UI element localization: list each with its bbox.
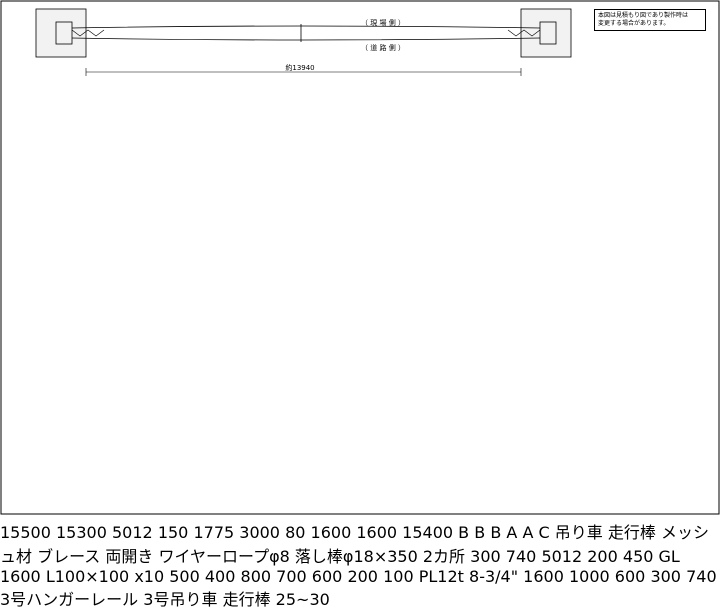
dim-1775: 1775 bbox=[193, 523, 235, 542]
detail-c-rail: 3号ハンガーレール bbox=[0, 590, 139, 609]
dim-15400: 15400 bbox=[402, 523, 454, 542]
label-running-bar: 走行棒 bbox=[607, 523, 656, 542]
dim-15500: 15500 bbox=[0, 523, 51, 542]
dim-3000: 3000 bbox=[239, 523, 280, 542]
note-line-1: 本図は見積もり図であり製作時は bbox=[598, 12, 688, 19]
section-c-mark: C bbox=[538, 523, 550, 542]
dim-150: 150 bbox=[157, 523, 189, 542]
detail-a-100: 100 bbox=[383, 567, 414, 586]
label-places: 2カ所 bbox=[422, 547, 466, 566]
detail-a-600: 600 bbox=[311, 567, 343, 586]
plan-span-dim: 約13940 bbox=[285, 63, 314, 72]
drawing-canvas: （ 現 場 側 ） （ 道 路 側 ） 約13940 bbox=[0, 0, 720, 515]
sheet-border bbox=[0, 0, 720, 515]
dim-15300: 15300 bbox=[56, 523, 107, 542]
side-gl: GL bbox=[658, 547, 680, 566]
detail-c-740: 740 bbox=[686, 567, 717, 586]
detail-c-25-30: 25~30 bbox=[275, 590, 330, 609]
section-a-mark-1: A bbox=[506, 523, 518, 542]
detail-a-angle: L100×100 bbox=[45, 567, 130, 586]
note-line-2: 変更する場合があります。 bbox=[598, 20, 670, 27]
detail-b-1600: 1600 bbox=[523, 567, 564, 586]
detail-a-800: 800 bbox=[240, 567, 272, 586]
label-hanger: 吊り車 bbox=[554, 523, 603, 542]
detail-b-600: 600 bbox=[614, 567, 646, 586]
side-dim-5012: 5012 bbox=[541, 547, 583, 566]
detail-a-500: 500 bbox=[169, 567, 200, 586]
detail-a-400: 400 bbox=[204, 567, 236, 586]
section-b-mark-1: B bbox=[458, 523, 470, 542]
dim-1600-left: 1600 bbox=[310, 523, 352, 542]
detail-c-hanger: 3号吊り車 bbox=[143, 590, 218, 609]
detail-c-running: 走行棒 bbox=[222, 590, 271, 609]
side-dim-740: 740 bbox=[505, 547, 537, 566]
section-a-mark-2: A bbox=[522, 523, 534, 542]
label-double-door: 両開き bbox=[105, 547, 154, 566]
road-side-label: （ 道 路 側 ） bbox=[361, 43, 405, 52]
plan-left-footing bbox=[35, 8, 87, 58]
detail-b-bolt: 8-3/4" bbox=[469, 567, 519, 586]
label-brace: ブレース bbox=[37, 547, 101, 566]
detail-a: L100×100 x10 500 400 800 700 600 200 100… bbox=[46, 567, 469, 586]
side-dim-300: 300 bbox=[470, 547, 501, 566]
label-wire-rope: ワイヤーロープφ8 bbox=[158, 547, 290, 566]
label-drop-bar: 落し棒φ18×350 bbox=[294, 547, 418, 566]
side-dim-450: 450 bbox=[622, 547, 654, 566]
section-b-mark-2: B bbox=[474, 523, 486, 542]
plan-view: （ 現 場 側 ） （ 道 路 側 ） 約13940 bbox=[35, 8, 572, 76]
detail-a-plate: PL12t bbox=[418, 567, 464, 586]
detail-a-700: 700 bbox=[276, 567, 307, 586]
site-side-label: （ 現 場 側 ） bbox=[361, 18, 405, 27]
side-dim-200: 200 bbox=[587, 547, 618, 566]
section-b-mark-3: B bbox=[490, 523, 502, 542]
dim-80: 80 bbox=[285, 523, 306, 542]
detail-b: 8-3/4" 1600 1000 600 bbox=[469, 567, 650, 586]
side-dim-1600: 1600 bbox=[0, 567, 41, 586]
detail-a-qty: x10 bbox=[134, 567, 165, 586]
detail-b-1000: 1000 bbox=[568, 567, 610, 586]
plan-right-footing bbox=[520, 8, 572, 58]
detail-a-200: 200 bbox=[347, 567, 378, 586]
detail-c-300: 300 bbox=[650, 567, 681, 586]
estimate-note: 本図は見積もり図であり製作時は 変更する場合があります。 bbox=[594, 9, 706, 31]
dim-5012: 5012 bbox=[112, 523, 153, 542]
dim-1600-right: 1600 bbox=[356, 523, 398, 542]
